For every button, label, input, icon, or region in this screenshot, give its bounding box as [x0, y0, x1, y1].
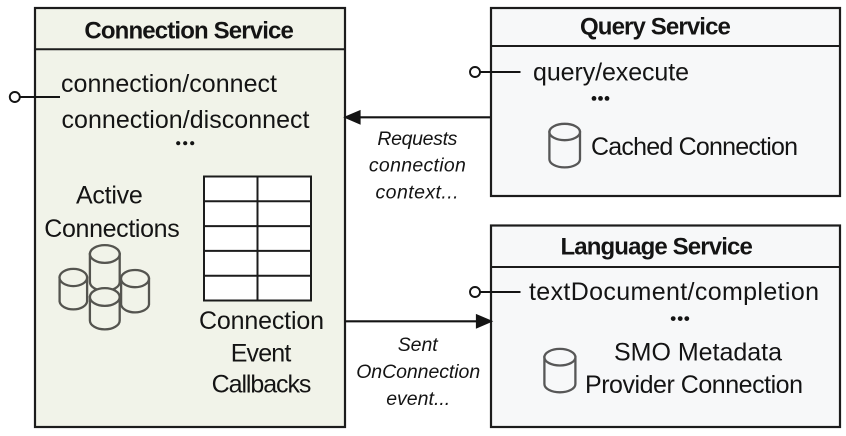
svg-text:Connection: Connection — [199, 307, 324, 335]
svg-text:Sent: Sent — [398, 334, 440, 356]
svg-text:Language Service: Language Service — [560, 234, 752, 261]
svg-text:Event: Event — [231, 340, 292, 368]
svg-text:connection/connect: connection/connect — [61, 70, 277, 98]
svg-text:OnConnection: OnConnection — [356, 361, 480, 383]
svg-text:Connections: Connections — [44, 215, 179, 243]
svg-text:Requests: Requests — [377, 128, 457, 150]
svg-text:Query Service: Query Service — [580, 14, 731, 41]
svg-text:Provider Connection: Provider Connection — [585, 371, 803, 399]
svg-text:Callbacks: Callbacks — [212, 371, 312, 399]
svg-text:textDocument/completion: textDocument/completion — [529, 278, 819, 306]
svg-text:Cached Connection: Cached Connection — [591, 133, 798, 161]
svg-text:query/execute: query/execute — [533, 59, 689, 87]
svg-text:SMO Metadata: SMO Metadata — [614, 339, 782, 367]
svg-text:connection/disconnect: connection/disconnect — [62, 106, 310, 134]
svg-text:context...: context... — [376, 182, 459, 204]
svg-text:Active: Active — [76, 182, 143, 210]
svg-text:connection: connection — [369, 155, 466, 177]
svg-text:Connection Service: Connection Service — [84, 18, 293, 45]
svg-text:event...: event... — [386, 388, 450, 410]
